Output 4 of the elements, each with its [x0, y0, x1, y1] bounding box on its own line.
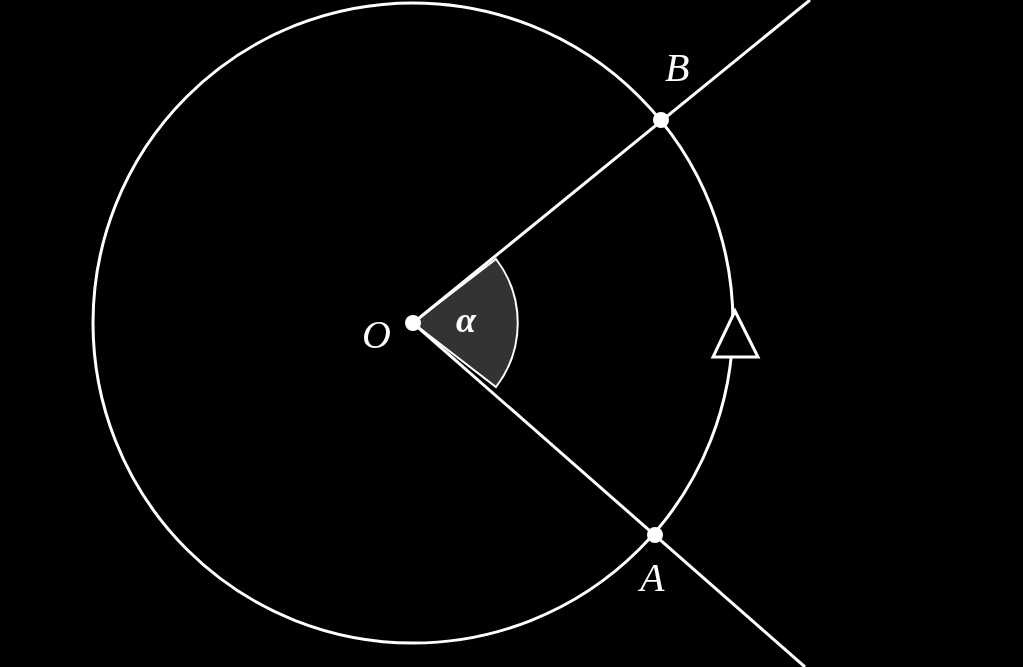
- point-label: B: [665, 48, 690, 88]
- angle-label: α: [456, 302, 476, 338]
- point-label: A: [640, 558, 665, 598]
- point-label: O: [362, 315, 391, 355]
